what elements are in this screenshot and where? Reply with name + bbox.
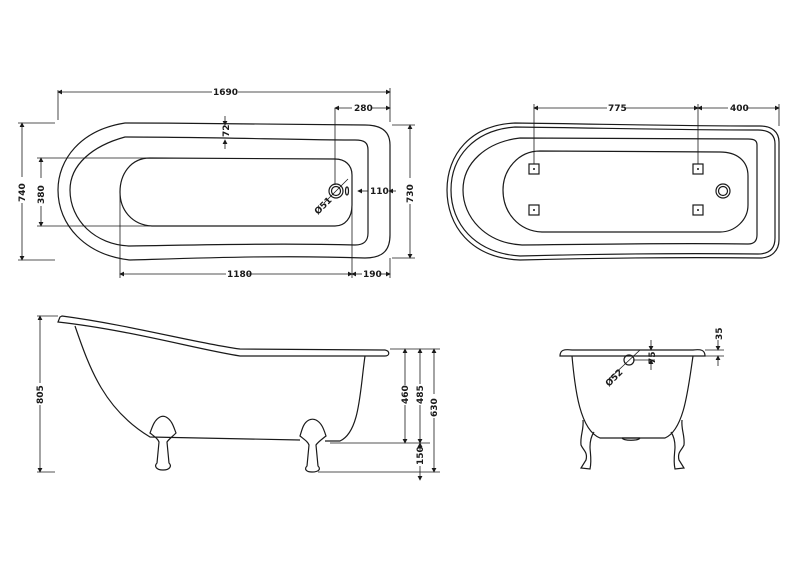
side-dimensions: 805 460 485 630 150 (36, 315, 440, 481)
side-elevation-view: 805 460 485 630 150 (36, 315, 440, 481)
end-body-profile (571, 355, 694, 439)
dim-inner-width: 380 (37, 185, 47, 204)
dim-base-length: 1180 (227, 270, 252, 280)
basin-outline (502, 150, 749, 233)
claw-foot-left-icon (579, 419, 595, 470)
top-plan-dimensions: 1690 280 72 740 380 Ø51 (18, 88, 416, 280)
dim-rim-thickness: 35 (715, 327, 725, 340)
dim-feet-to-end: 400 (730, 104, 749, 114)
basin-outline (119, 157, 353, 227)
dim-overall-height: 805 (36, 385, 46, 404)
dim-internal-depth: 460 (401, 385, 411, 404)
outer-rim-outline-b (450, 126, 776, 257)
dim-rim-height: 630 (430, 398, 440, 417)
claw-foot-right-icon (299, 418, 327, 473)
dim-waste-to-end: 280 (354, 104, 373, 114)
dim-feet-spacing: 775 (608, 104, 627, 114)
underside-plan-view: 775 400 (446, 104, 780, 261)
rim-profile (57, 315, 390, 357)
outer-rim-outline (57, 122, 391, 261)
dim-bath-depth: 485 (416, 385, 426, 404)
end-elevation-view: Ø52 75 35 (559, 327, 725, 470)
dim-waste-offset: 110 (370, 187, 389, 197)
dim-rim-width: 72 (222, 124, 232, 137)
end-dimensions: Ø52 75 35 (603, 327, 725, 389)
claw-foot-left-icon (149, 415, 177, 471)
underside-dimensions: 775 400 (533, 104, 780, 164)
waste-outlet-icon (715, 183, 731, 199)
dim-overall-width-left: 740 (18, 183, 28, 202)
end-rim-profile (559, 349, 706, 357)
dim-overall-width-right: 730 (406, 184, 416, 203)
inner-rim-outline (462, 137, 758, 246)
claw-foot-right-icon (670, 419, 686, 470)
outer-rim-outline-a (446, 122, 780, 261)
inner-rim-outline (69, 136, 369, 247)
dim-overflow-diameter: Ø52 (603, 367, 625, 389)
bath-body-profile (74, 325, 366, 442)
top-plan-view: 1690 280 72 740 380 Ø51 (18, 88, 416, 280)
dim-waste-diameter: Ø51 (312, 195, 334, 217)
waste-outlet-icon (323, 178, 350, 204)
dim-base-to-end: 190 (363, 270, 382, 280)
dim-overall-length: 1690 (213, 88, 238, 98)
dim-overflow-offset: 75 (648, 351, 658, 364)
dim-leg-height: 150 (416, 446, 426, 465)
feet-mount-icons (528, 163, 704, 216)
